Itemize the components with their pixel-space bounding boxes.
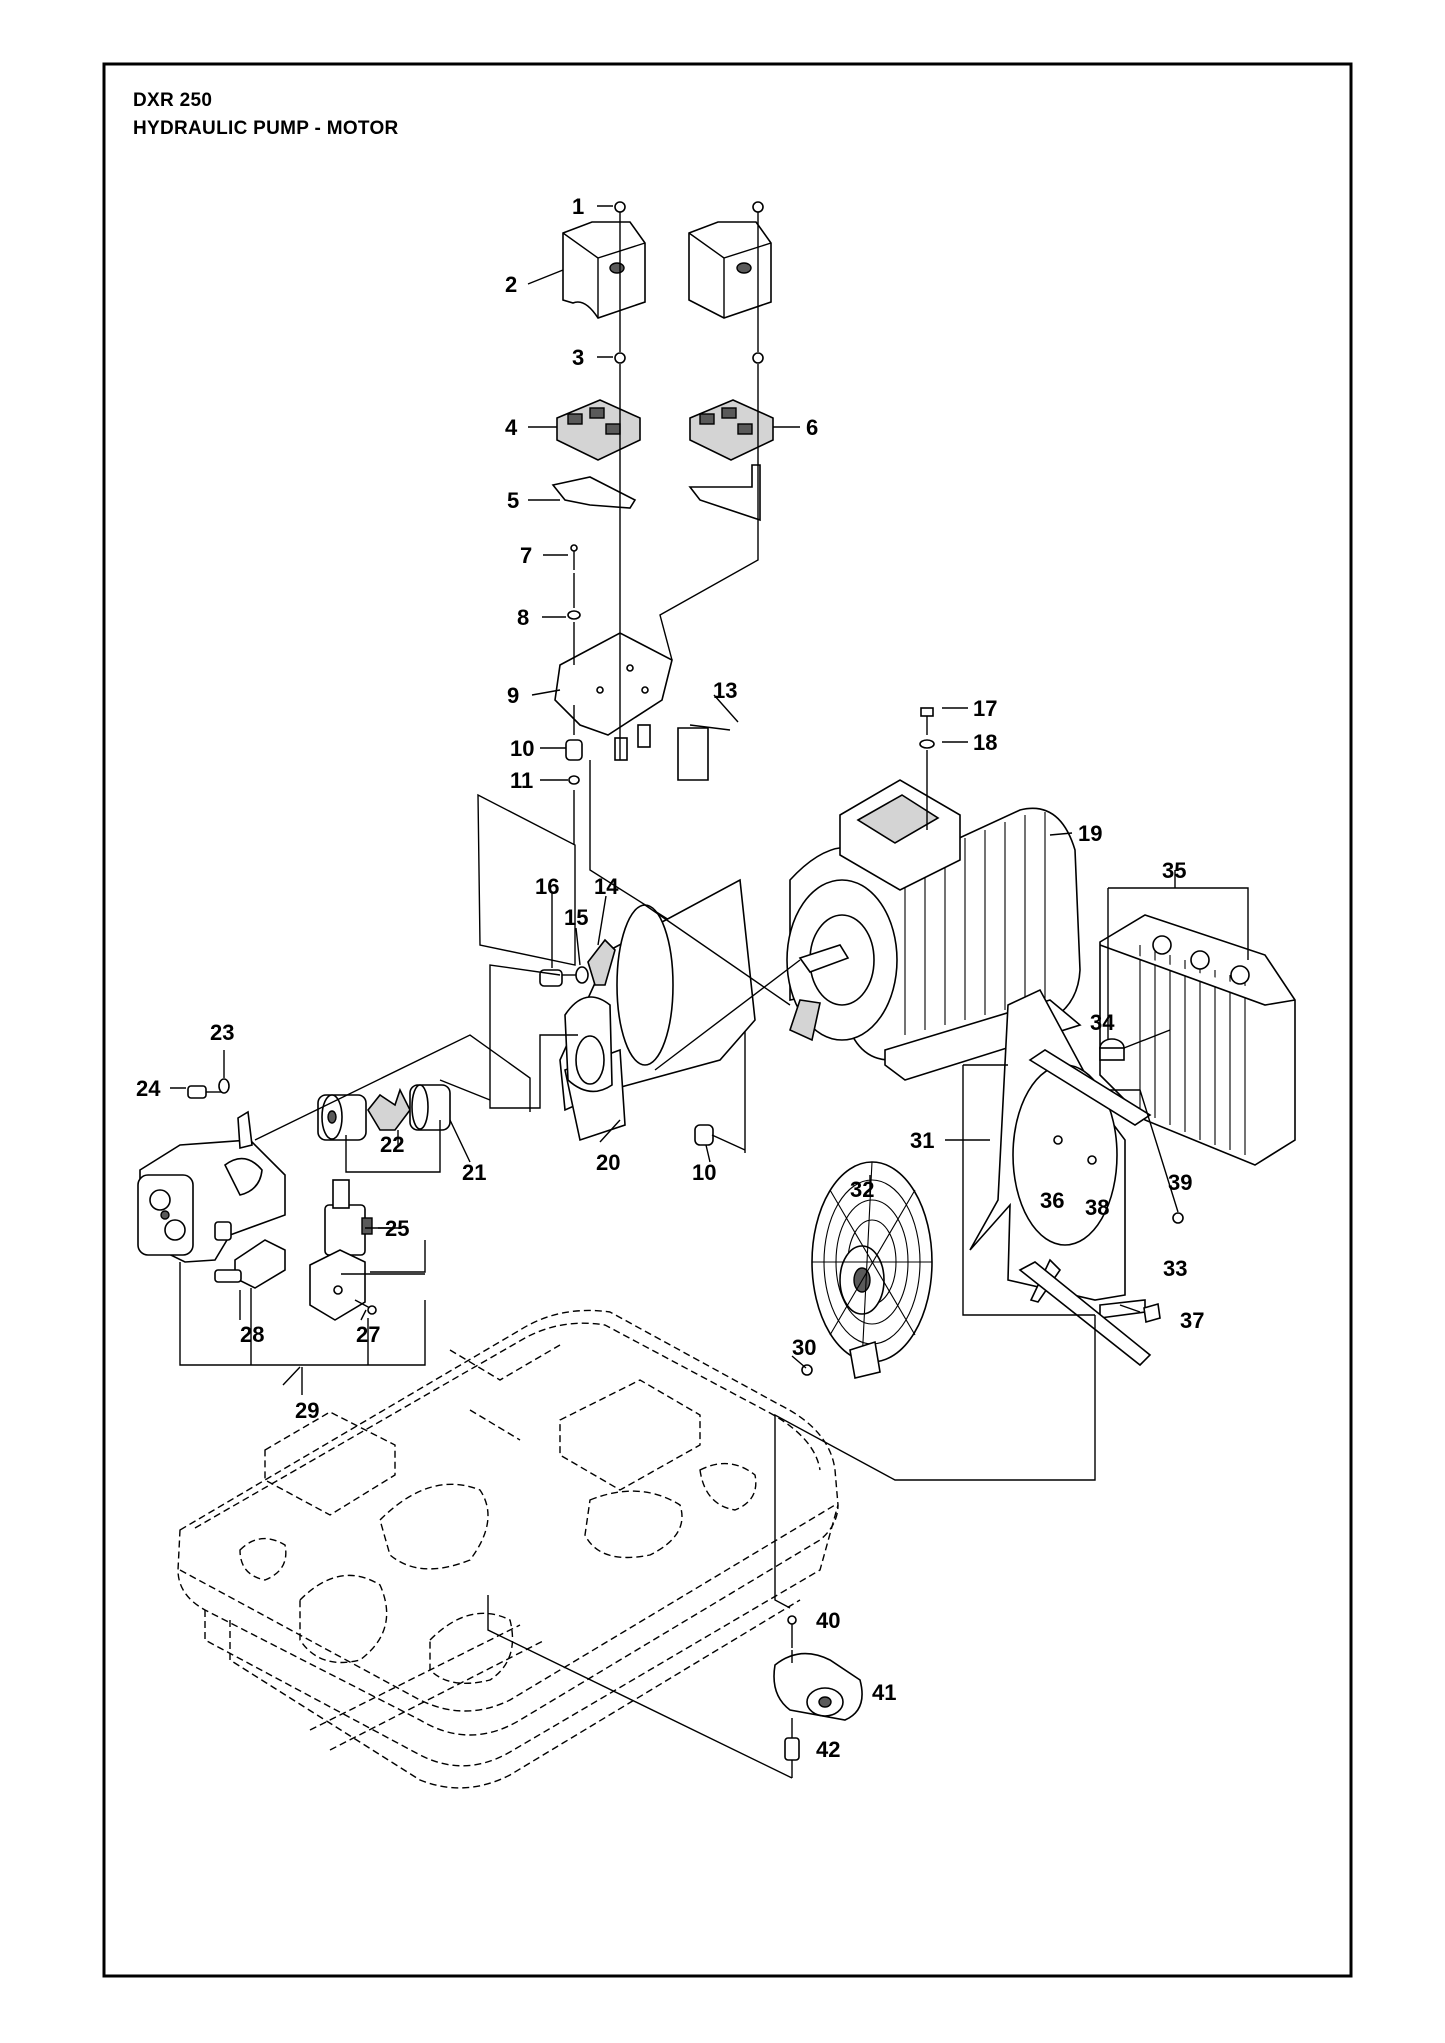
pump-41 xyxy=(773,1652,863,1721)
callout-37: 37 xyxy=(1180,1308,1204,1333)
bracket-14 xyxy=(587,938,616,986)
adapter-flange-20 xyxy=(559,878,756,1142)
bolt-7 xyxy=(570,544,578,570)
callout-10-bottom: 10 xyxy=(692,1160,716,1185)
callout-21: 21 xyxy=(462,1160,486,1185)
callout-29: 29 xyxy=(295,1398,319,1423)
cover-left xyxy=(562,221,646,319)
plug-34 xyxy=(1099,1038,1125,1061)
terminal-board-6 xyxy=(689,399,774,461)
electric-motor-19 xyxy=(786,779,1082,1081)
mounting-plate-9 xyxy=(554,632,673,761)
bolt-27 xyxy=(354,1299,377,1315)
screw-3 xyxy=(614,352,626,364)
callout-33: 33 xyxy=(1163,1256,1187,1281)
diagram-title: HYDRAULIC PUMP - MOTOR xyxy=(133,118,399,139)
callout-17: 17 xyxy=(973,696,997,721)
bracket-right xyxy=(688,464,761,522)
screw-38 xyxy=(1087,1155,1097,1165)
screw-36 xyxy=(1053,1135,1063,1145)
callout-13: 13 xyxy=(713,678,737,703)
spacer-10-bottom xyxy=(694,1124,714,1146)
callout-6: 6 xyxy=(806,415,818,440)
callout-1: 1 xyxy=(572,194,584,219)
valve-block xyxy=(309,1249,366,1321)
callout-7: 7 xyxy=(520,543,532,568)
callout-31: 31 xyxy=(910,1128,934,1153)
callout-30: 30 xyxy=(792,1335,816,1360)
callout-32: 32 xyxy=(850,1177,874,1202)
fitting-28 xyxy=(214,1239,286,1289)
screw-3b xyxy=(752,352,764,364)
fan-shroud-33 xyxy=(969,988,1146,1319)
page-frame xyxy=(102,62,1353,1978)
nut-11 xyxy=(568,775,580,785)
washer-23 xyxy=(218,1078,230,1094)
callout-11: 11 xyxy=(510,768,533,793)
callout-39: 39 xyxy=(1168,1170,1192,1195)
sleeve-42 xyxy=(784,1737,800,1761)
callout-8: 8 xyxy=(517,605,529,630)
bolt-37 xyxy=(1143,1302,1161,1324)
callout-40: 40 xyxy=(816,1608,840,1633)
callout-20: 20 xyxy=(596,1150,620,1175)
cover-right xyxy=(688,221,772,319)
callout-labels: 1 2 3 4 5 6 7 8 9 10 10 11 13 14 15 16 1… xyxy=(136,194,1204,1762)
callout-18: 18 xyxy=(973,730,997,755)
callout-27: 27 xyxy=(356,1322,380,1347)
callout-25: 25 xyxy=(385,1216,409,1241)
coupling-half-21b xyxy=(409,1084,451,1131)
spacer-10-top xyxy=(565,739,583,761)
callout-9: 9 xyxy=(507,683,519,708)
screw-1b xyxy=(752,201,764,213)
callout-19: 19 xyxy=(1078,821,1102,846)
screw-39 xyxy=(1172,1212,1184,1224)
radiator-35 xyxy=(1099,914,1296,1166)
washer-15 xyxy=(575,966,589,984)
hydraulic-pump xyxy=(137,1110,286,1263)
callout-28: 28 xyxy=(240,1322,264,1347)
seal-strip-bottom xyxy=(1018,1261,1152,1367)
seal-strip-top xyxy=(1028,1049,1152,1126)
bolt-17 xyxy=(920,707,934,735)
callout-41: 41 xyxy=(872,1680,896,1705)
callout-5: 5 xyxy=(507,488,519,513)
washer-8 xyxy=(567,610,581,620)
callout-23: 23 xyxy=(210,1020,234,1045)
coupling-spider-22 xyxy=(367,1087,411,1131)
solenoid-valve-25 xyxy=(324,1179,373,1256)
coupling-half-21 xyxy=(317,1094,367,1141)
callout-38: 38 xyxy=(1085,1195,1109,1220)
callout-42: 42 xyxy=(816,1737,840,1762)
screw-1 xyxy=(614,201,626,213)
chassis-frame xyxy=(177,1309,839,1789)
callout-10-top: 10 xyxy=(510,736,534,761)
washer-18 xyxy=(919,739,935,749)
callout-16: 16 xyxy=(535,874,559,899)
diagram-model: DXR 250 xyxy=(133,90,213,111)
bolt-40 xyxy=(787,1615,797,1648)
callout-35: 35 xyxy=(1162,858,1186,883)
callout-14: 14 xyxy=(594,874,619,899)
relay-13 xyxy=(677,724,731,781)
cooling-fan-32 xyxy=(811,1161,933,1379)
bracket-5 xyxy=(551,476,637,509)
callout-34: 34 xyxy=(1090,1010,1115,1035)
terminal-board-4 xyxy=(556,399,641,461)
callout-4: 4 xyxy=(505,415,518,440)
callout-22: 22 xyxy=(380,1132,404,1157)
callout-24: 24 xyxy=(136,1076,161,1101)
callout-3: 3 xyxy=(572,345,584,370)
callout-2: 2 xyxy=(505,272,517,297)
callout-leaders xyxy=(170,205,1141,1386)
callout-36: 36 xyxy=(1040,1188,1064,1213)
callout-15: 15 xyxy=(564,905,588,930)
bolt-24 xyxy=(187,1085,222,1099)
